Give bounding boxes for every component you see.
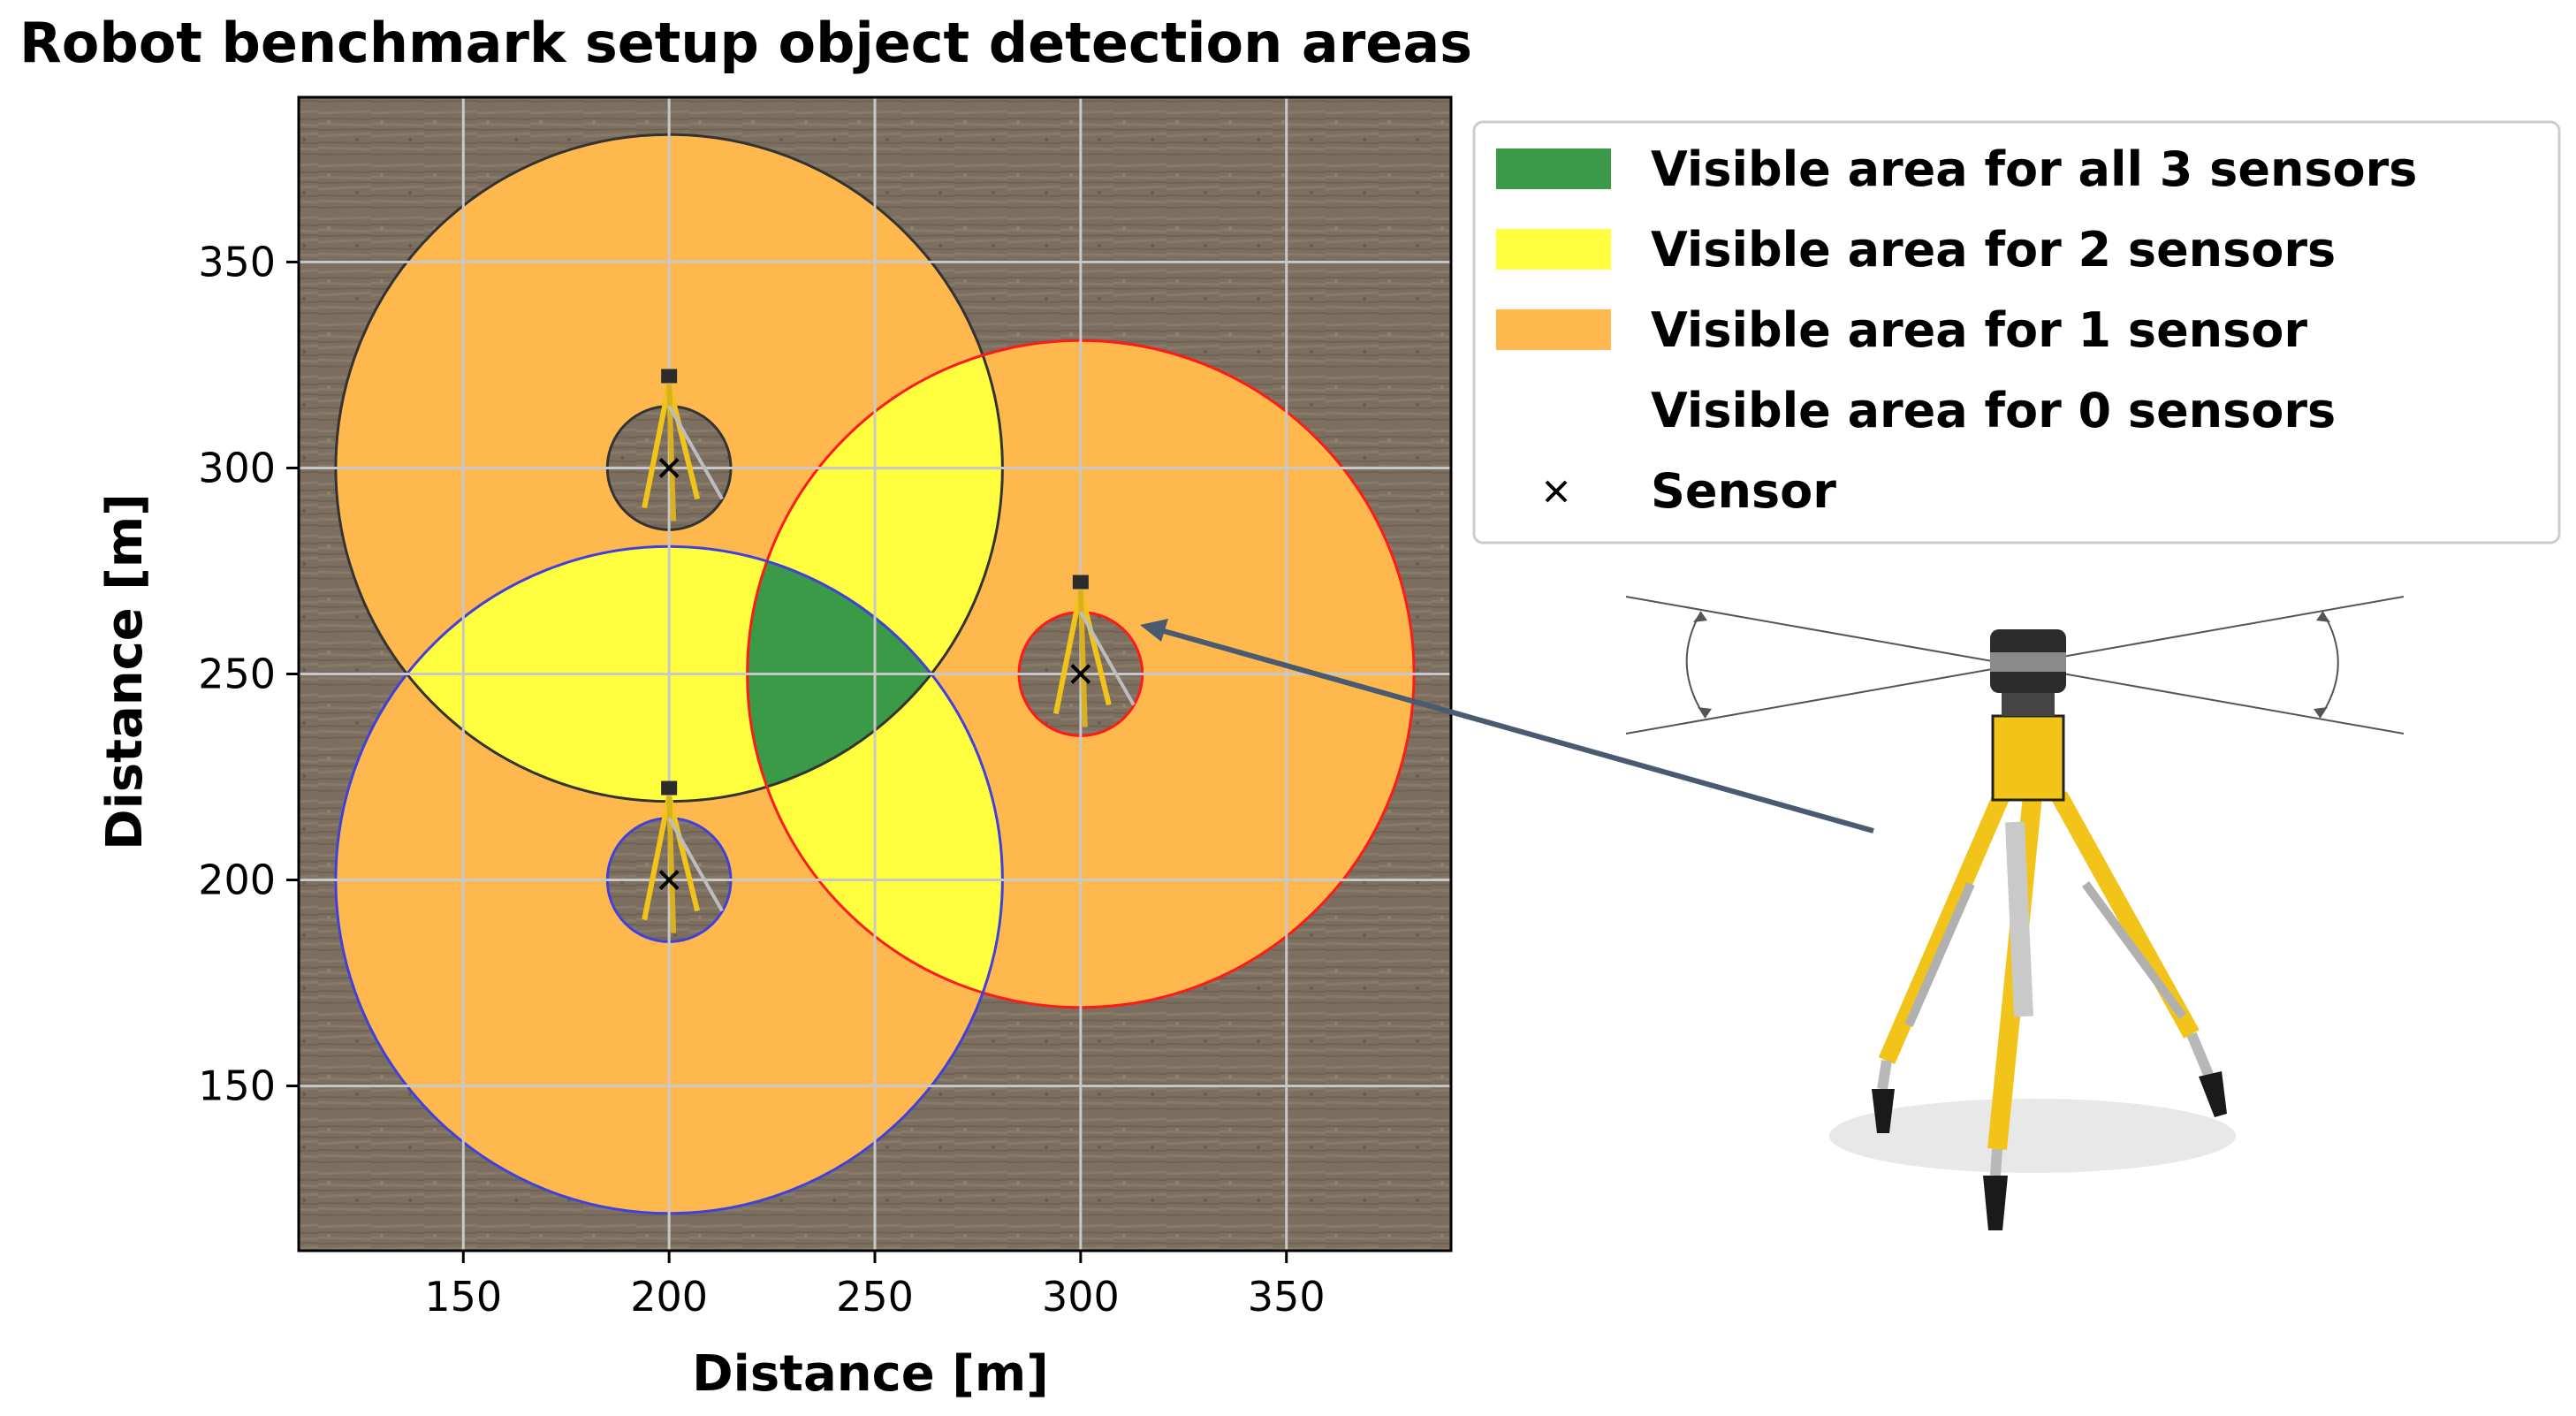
- sensor-1: [642, 369, 724, 521]
- legend-label: Visible area for all 3 sensors: [1651, 141, 2417, 197]
- y-tick-label: 300: [198, 444, 276, 491]
- legend-swatch: [1496, 229, 1611, 270]
- tripod-mount: [2002, 689, 2055, 716]
- legend-swatch: [1496, 148, 1611, 189]
- tripod-legs: [1877, 791, 2215, 1176]
- legend-item: Visible area for 0 sensors: [1651, 383, 2336, 438]
- legend-marker: [1545, 480, 1568, 503]
- pointer-arrow: [1140, 619, 1874, 834]
- y-tick-label: 350: [198, 238, 276, 285]
- legend-frame: [1472, 120, 2561, 544]
- legend-item: Sensor: [1545, 463, 1836, 519]
- legend-item: Visible area for 2 sensors: [1496, 222, 2336, 278]
- y-tick-label: 250: [198, 651, 276, 698]
- legend-label: Visible area for 2 sensors: [1651, 222, 2336, 278]
- y-axis: 150 200 250 300 350: [198, 238, 299, 1110]
- plot-area: [297, 95, 1453, 1252]
- x-tick-label: 200: [630, 1273, 708, 1321]
- fov-arrowheads: [1693, 612, 2330, 718]
- legend-label: Sensor: [1651, 463, 1836, 519]
- sensor-marker: [658, 458, 680, 478]
- legend-label: Visible area for 0 sensors: [1651, 383, 2336, 438]
- sensor-marker: [1070, 664, 1091, 684]
- sensor-3: [642, 780, 724, 933]
- y-tick-label: 200: [198, 856, 276, 904]
- tripod-shadow: [1829, 1099, 2236, 1173]
- legend-item: Visible area for 1 sensor: [1496, 302, 2307, 358]
- legend-item: Visible area for all 3 sensors: [1496, 141, 2417, 197]
- x-axis-label: Distance [m]: [692, 1345, 1049, 1403]
- x-tick-label: 350: [1248, 1273, 1326, 1321]
- chart-title: Robot benchmark setup object detection a…: [19, 11, 1472, 75]
- sensor-2: [1052, 575, 1136, 727]
- legend-swatch: [1496, 309, 1611, 350]
- overlap-two-sensors: [747, 340, 1003, 802]
- sensor-icons: [642, 369, 1136, 933]
- legend-label: Visible area for 1 sensor: [1651, 302, 2307, 358]
- tripod-head: [1991, 714, 2065, 802]
- x-axis: 150 200 250 300 350: [424, 1251, 1326, 1321]
- y-axis-label: Distance [m]: [96, 493, 154, 850]
- y-tick-label: 150: [198, 1062, 276, 1110]
- sensor-marker: [658, 870, 680, 890]
- detection-areas: [334, 133, 1416, 1215]
- x-tick-label: 150: [424, 1273, 502, 1321]
- lidar-window: [1990, 652, 2066, 672]
- sensor-illustration: [1625, 596, 2405, 1230]
- x-tick-label: 250: [836, 1273, 914, 1321]
- x-tick-label: 300: [1042, 1273, 1120, 1321]
- overlap-three-sensors: [747, 546, 1003, 802]
- tripod-feet: [1872, 1071, 2227, 1230]
